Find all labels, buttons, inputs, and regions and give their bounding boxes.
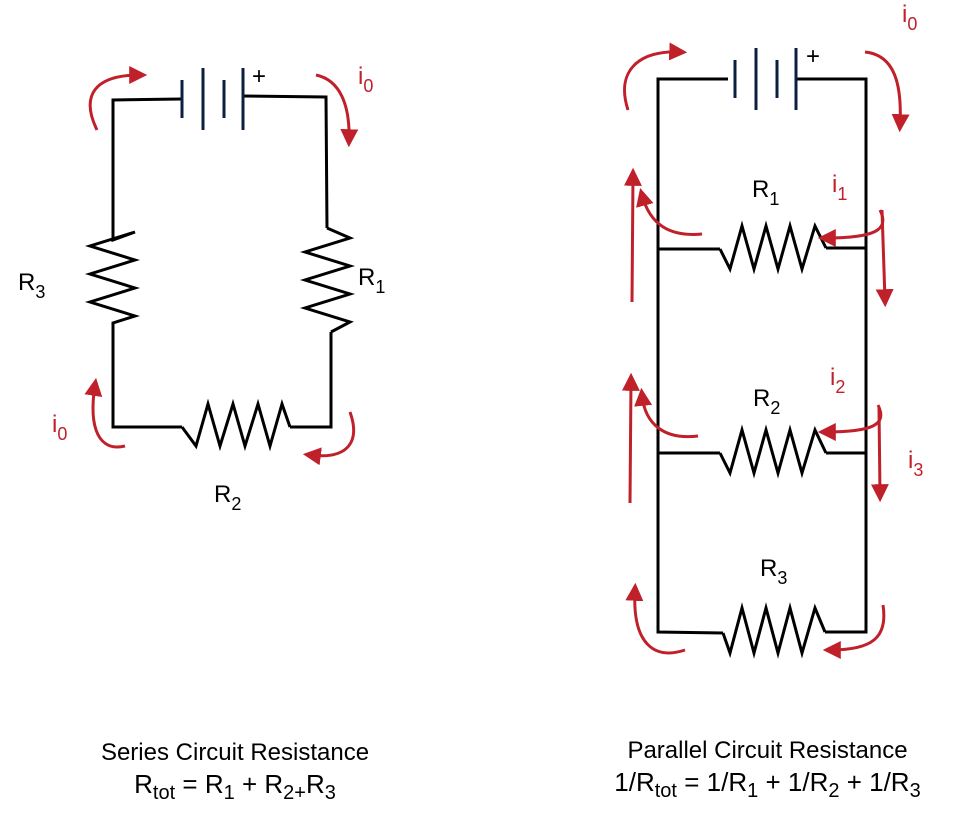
parallel-rung-r1-wires — [658, 246, 866, 251]
series-circuit: + R3 R1 R2 i0 i0 — [18, 63, 385, 514]
parallel-current-arrow-top-right — [864, 50, 910, 133]
parallel-current-arrow-right-rail-upper — [875, 209, 894, 308]
parallel-current-arrow-left-rail-lower — [621, 372, 640, 504]
parallel-wire-left-rail — [656, 77, 728, 635]
series-wire-top-left — [111, 97, 182, 227]
parallel-resistor-r1 — [718, 220, 828, 275]
series-resistor-r1 — [299, 226, 356, 334]
series-current-arrow-top-left — [88, 66, 148, 131]
parallel-current-arrow-top-left — [623, 42, 688, 111]
parallel-formula: 1/Rtot = 1/R1 + 1/R2 + 1/R3 — [614, 767, 921, 802]
series-resistor-r3 — [84, 227, 141, 335]
parallel-current-arrow-r3-out — [625, 582, 686, 655]
series-battery-plus: + — [252, 63, 266, 90]
series-caption-title: Series Circuit Resistance — [100, 739, 370, 766]
series-battery — [180, 68, 245, 130]
parallel-battery-plus: + — [806, 43, 820, 70]
series-wire-right-lower — [290, 332, 333, 429]
parallel-current-label-i1: i1 — [832, 171, 847, 204]
series-current-arrow-bottom-right — [302, 411, 356, 466]
parallel-label-r2: R2 — [753, 385, 780, 418]
series-wire-top-right — [242, 94, 329, 229]
parallel-current-arrow-r1-out — [636, 188, 703, 236]
series-label-r1: R1 — [358, 264, 385, 297]
series-wire-bottom-left — [111, 335, 182, 429]
parallel-label-r3: R3 — [760, 555, 787, 588]
parallel-resistor-r3 — [721, 602, 827, 659]
parallel-current-arrow-left-rail-upper — [623, 167, 642, 303]
parallel-circuit: + R1 R2 R3 i0 i1 i2 i3 — [621, 1, 923, 659]
parallel-current-arrow-r2-out — [634, 387, 699, 439]
parallel-current-arrow-right-rail-lower — [870, 407, 889, 503]
series-caption: Series Circuit Resistance Rtot = R1 + R2… — [30, 738, 440, 804]
series-current-label-i0-left: i0 — [52, 411, 67, 444]
series-current-arrow-bottom-left — [84, 377, 126, 449]
parallel-battery — [733, 48, 798, 110]
parallel-caption: Parallel Circuit Resistance 1/Rtot = 1/R… — [560, 736, 975, 802]
parallel-label-r1: R1 — [752, 176, 779, 209]
parallel-wire-right-rail — [797, 77, 868, 634]
parallel-current-label-i0: i0 — [902, 1, 917, 34]
parallel-current-label-i3: i3 — [908, 447, 923, 480]
series-current-label-i0-top: i0 — [358, 63, 373, 96]
parallel-current-arrow-r3-in — [822, 604, 886, 659]
parallel-current-arrow-i2-in — [817, 404, 883, 441]
parallel-resistor-r2 — [718, 424, 828, 479]
series-current-arrow-top-right — [315, 73, 359, 148]
parallel-current-arrow-i1-in — [817, 209, 885, 247]
series-formula: Rtot = R1 + R2+R3 — [134, 769, 336, 804]
series-label-r3: R3 — [18, 269, 45, 302]
series-resistor-r2 — [180, 398, 292, 452]
series-label-r2: R2 — [214, 481, 241, 514]
parallel-caption-title: Parallel Circuit Resistance — [627, 737, 908, 764]
parallel-current-label-i2: i2 — [830, 364, 845, 397]
